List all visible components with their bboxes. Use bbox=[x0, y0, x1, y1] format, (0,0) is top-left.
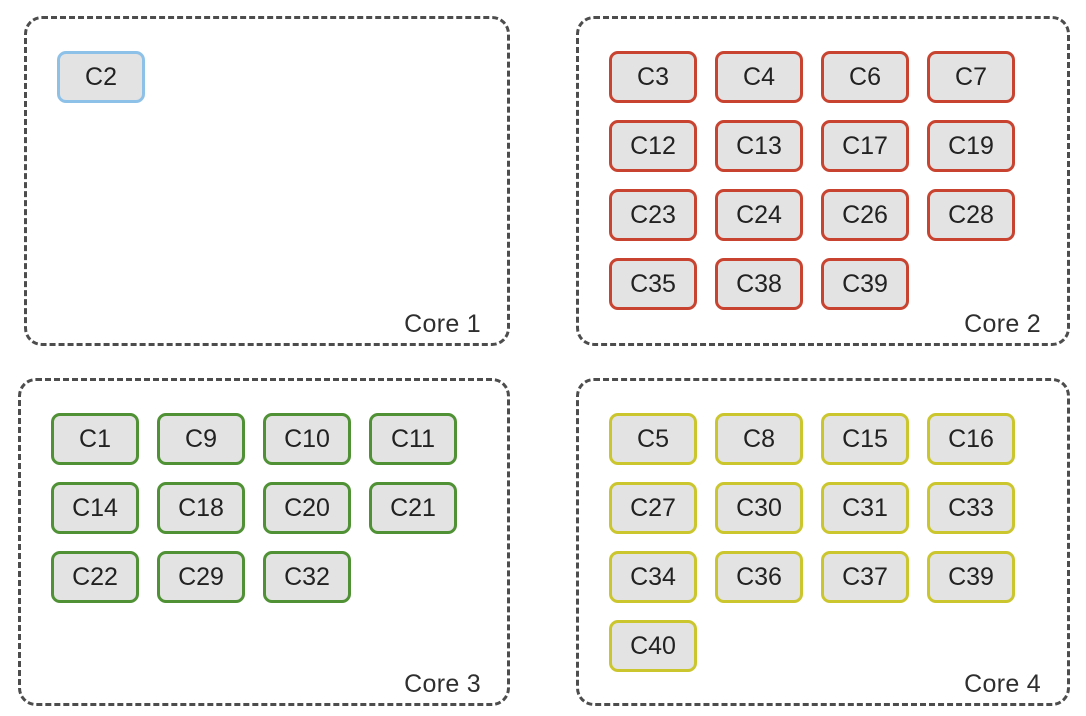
task-c22: C22 bbox=[51, 551, 139, 603]
task-c35: C35 bbox=[609, 258, 697, 310]
task-c29: C29 bbox=[157, 551, 245, 603]
task-c19: C19 bbox=[927, 120, 1015, 172]
task-c21: C21 bbox=[369, 482, 457, 534]
task-c2: C2 bbox=[57, 51, 145, 103]
task-c16: C16 bbox=[927, 413, 1015, 465]
task-c7: C7 bbox=[927, 51, 1015, 103]
task-c24: C24 bbox=[715, 189, 803, 241]
task-c3: C3 bbox=[609, 51, 697, 103]
task-c31: C31 bbox=[821, 482, 909, 534]
task-c28: C28 bbox=[927, 189, 1015, 241]
task-c6: C6 bbox=[821, 51, 909, 103]
core-3-label: Core 3 bbox=[404, 670, 481, 698]
task-c12: C12 bbox=[609, 120, 697, 172]
task-c32: C32 bbox=[263, 551, 351, 603]
task-c1: C1 bbox=[51, 413, 139, 465]
task-c30: C30 bbox=[715, 482, 803, 534]
task-c11: C11 bbox=[369, 413, 457, 465]
core-2-label: Core 2 bbox=[964, 310, 1041, 338]
task-c27: C27 bbox=[609, 482, 697, 534]
core-4-label: Core 4 bbox=[964, 670, 1041, 698]
task-c4: C4 bbox=[715, 51, 803, 103]
task-c5: C5 bbox=[609, 413, 697, 465]
task-c39: C39 bbox=[927, 551, 1015, 603]
task-c34: C34 bbox=[609, 551, 697, 603]
task-c13: C13 bbox=[715, 120, 803, 172]
core-1-tasks: C2 bbox=[27, 19, 507, 343]
task-c37: C37 bbox=[821, 551, 909, 603]
task-c33: C33 bbox=[927, 482, 1015, 534]
core-1-box: C2 Core 1 bbox=[24, 16, 510, 346]
task-c23: C23 bbox=[609, 189, 697, 241]
task-c38: C38 bbox=[715, 258, 803, 310]
task-c18: C18 bbox=[157, 482, 245, 534]
task-c14: C14 bbox=[51, 482, 139, 534]
task-c15: C15 bbox=[821, 413, 909, 465]
task-c17: C17 bbox=[821, 120, 909, 172]
task-c8: C8 bbox=[715, 413, 803, 465]
task-c9: C9 bbox=[157, 413, 245, 465]
task-c36: C36 bbox=[715, 551, 803, 603]
task-c40: C40 bbox=[609, 620, 697, 672]
task-c10: C10 bbox=[263, 413, 351, 465]
task-c39: C39 bbox=[821, 258, 909, 310]
task-c26: C26 bbox=[821, 189, 909, 241]
task-c20: C20 bbox=[263, 482, 351, 534]
core-1-label: Core 1 bbox=[404, 310, 481, 338]
